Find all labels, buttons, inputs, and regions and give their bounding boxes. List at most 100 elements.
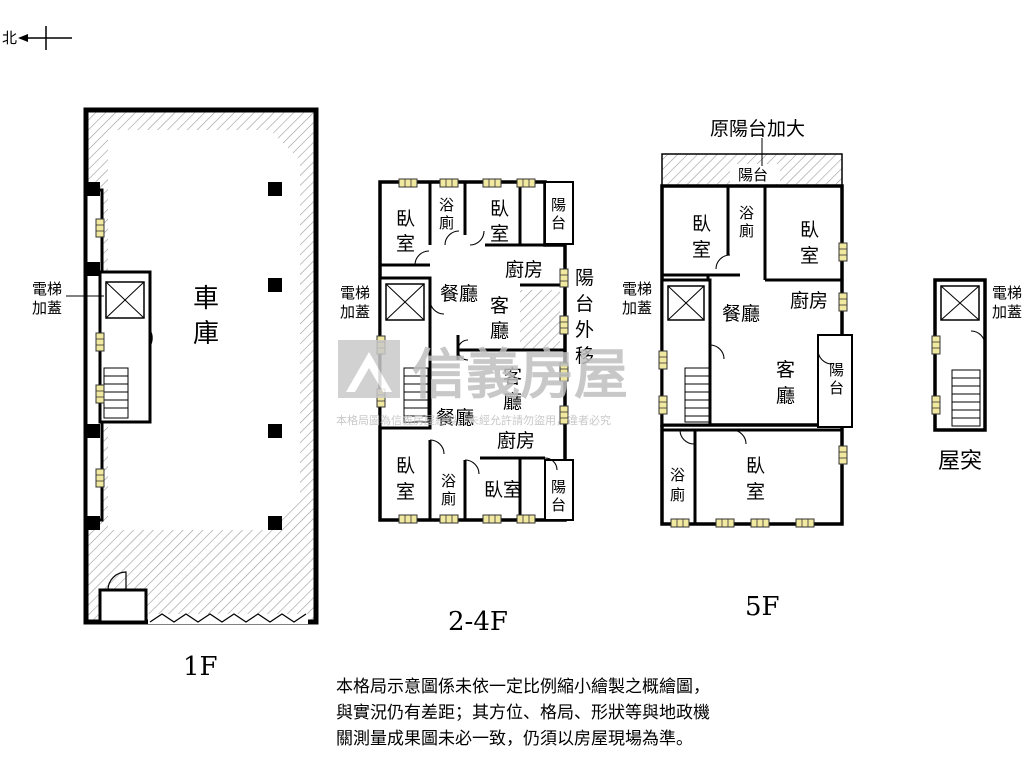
elevator-note-1f: 電梯 加蓋 <box>32 280 104 317</box>
svg-text:浴: 浴 <box>441 472 456 490</box>
svg-text:信義房屋: 信義房屋 <box>412 343 628 406</box>
svg-text:加蓋: 加蓋 <box>622 299 652 317</box>
bath-a-5f: 浴廁 <box>739 204 754 240</box>
svg-text:廳: 廳 <box>490 320 509 342</box>
dining-5f: 餐廳 <box>722 303 760 325</box>
floor-5f: 原陽台加大 陽台 <box>622 118 853 622</box>
svg-text:客: 客 <box>490 295 509 317</box>
svg-text:加蓋: 加蓋 <box>992 303 1022 321</box>
balcony-s-label: 陽台 <box>551 478 566 514</box>
svg-text:台: 台 <box>575 293 594 315</box>
svg-text:臥: 臥 <box>692 213 711 235</box>
floor-1f: 車 庫 電梯 加蓋 1F <box>32 107 319 682</box>
svg-text:庫: 庫 <box>193 319 219 349</box>
bedroom-a-5f: 臥室 <box>692 213 711 261</box>
svg-text:電梯: 電梯 <box>992 284 1022 302</box>
elevator-note-5f: 電梯 加蓋 <box>622 280 652 317</box>
floor-2-4f: 臥室 浴廁 臥室 陽台 廚房 餐廳 客廳 客廳 餐廳 廚房 臥室 浴廁 臥室 陽… <box>340 178 594 637</box>
house-logo-icon <box>338 340 400 398</box>
floor-roof: 電梯 加蓋 屋突 <box>931 278 1022 474</box>
caption-5f: 5F <box>745 592 780 622</box>
kitchen-s-2-4f: 廚房 <box>497 429 535 452</box>
north-arrow: 北 <box>2 26 72 50</box>
svg-text:廁: 廁 <box>670 486 685 504</box>
disclaimer-line-2: 與實況仍有差距；其方位、格局、形狀等與地政機 <box>336 703 710 723</box>
enlarged-balcony-note: 原陽台加大 <box>710 118 805 140</box>
svg-text:浴: 浴 <box>739 204 754 222</box>
svg-text:臥: 臥 <box>396 208 415 230</box>
svg-text:移: 移 <box>575 345 594 367</box>
balcony-n-label: 陽台 <box>551 196 566 232</box>
bath-b-5f: 浴廁 <box>670 466 685 504</box>
svg-text:陽: 陽 <box>551 196 566 214</box>
svg-text:台: 台 <box>551 214 566 232</box>
svg-text:廳: 廳 <box>776 385 795 407</box>
svg-text:室: 室 <box>396 233 415 255</box>
garage-door <box>149 613 307 623</box>
caption-roof: 屋突 <box>938 449 982 474</box>
balcony-top-5f: 陽台 <box>738 166 768 184</box>
living-n-2-4f: 客廳 <box>490 295 509 342</box>
bath-s-2-4f: 浴廁 <box>441 472 456 508</box>
svg-text:室: 室 <box>746 481 765 503</box>
svg-text:陽: 陽 <box>829 361 844 379</box>
svg-text:電梯: 電梯 <box>32 280 62 298</box>
disclaimer-line-1: 本格局示意圖係未依一定比例縮小繪製之概繪圖， <box>336 677 710 697</box>
balcony-moved-label: 陽 台 外 移 <box>575 267 594 367</box>
bath-n-2-4f: 浴廁 <box>439 196 454 232</box>
svg-text:室: 室 <box>396 481 415 503</box>
svg-text:廁: 廁 <box>441 490 456 508</box>
stairs-1f <box>103 367 129 419</box>
bedroom-se-2-4f: 臥室 <box>484 479 522 501</box>
svg-text:室: 室 <box>692 239 711 261</box>
svg-text:陽: 陽 <box>575 267 594 289</box>
svg-text:台: 台 <box>551 496 566 514</box>
svg-text:臥: 臥 <box>800 219 819 241</box>
svg-text:加蓋: 加蓋 <box>340 303 370 321</box>
bedroom-b-5f: 臥室 <box>800 219 819 267</box>
svg-text:臥: 臥 <box>490 198 509 220</box>
svg-text:車: 車 <box>193 284 219 314</box>
bedroom-c-5f: 臥室 <box>746 455 765 503</box>
balcony-south-2-4f <box>544 459 574 521</box>
north-label: 北 <box>2 29 17 47</box>
svg-text:加蓋: 加蓋 <box>32 299 62 317</box>
balcony-side-label: 陽台 <box>829 361 844 397</box>
garage-label: 車 庫 <box>193 284 219 349</box>
svg-text:電梯: 電梯 <box>622 280 652 298</box>
caption-1f: 1F <box>183 652 218 682</box>
svg-text:室: 室 <box>490 223 509 245</box>
caption-2-4f: 2-4F <box>448 607 508 637</box>
svg-text:廳: 廳 <box>503 391 522 413</box>
svg-text:客: 客 <box>776 359 795 381</box>
svg-text:電梯: 電梯 <box>340 284 370 302</box>
brand-watermark: 信義房屋 本格局圖為信義房屋繪製，未經允許請勿盜用，違者必究 <box>336 340 628 427</box>
living-s-2-4f: 客廳 <box>503 366 522 413</box>
svg-text:廁: 廁 <box>739 222 754 240</box>
garage-clear-area <box>108 130 300 530</box>
svg-text:臥: 臥 <box>396 455 415 477</box>
elevator-note-2-4f: 電梯 加蓋 <box>340 284 370 321</box>
svg-text:陽: 陽 <box>551 478 566 496</box>
svg-text:廁: 廁 <box>439 214 454 232</box>
bedroom-nw-2-4f: 臥室 <box>396 208 415 255</box>
disclaimer-note: 本格局示意圖係未依一定比例縮小繪製之概繪圖， 與實況仍有差距；其方位、格局、形狀… <box>336 674 806 752</box>
svg-text:客: 客 <box>503 366 522 388</box>
kitchen-n-2-4f: 廚房 <box>505 258 543 281</box>
balcony-north-2-4f <box>544 181 574 245</box>
svg-text:本格局圖為信義房屋繪製，未經允許請勿盜用，違者必究: 本格局圖為信義房屋繪製，未經允許請勿盜用，違者必究 <box>336 413 611 427</box>
bedroom-ne-2-4f: 臥室 <box>490 198 509 245</box>
dining-n-2-4f: 餐廳 <box>440 283 478 305</box>
svg-text:台: 台 <box>829 379 844 397</box>
living-5f: 客廳 <box>776 359 795 407</box>
svg-text:浴: 浴 <box>670 466 685 484</box>
svg-text:浴: 浴 <box>439 196 454 214</box>
svg-text:外: 外 <box>575 319 594 341</box>
elevator-note-roof: 電梯 加蓋 <box>992 284 1022 321</box>
disclaimer-line-3: 關測量成果圖未必一致，仍須以房屋現場為準。 <box>336 729 693 749</box>
bedroom-sw-2-4f: 臥室 <box>396 455 415 503</box>
dining-s-2-4f: 餐廳 <box>436 407 474 429</box>
balcony-side-5f <box>817 334 853 428</box>
svg-text:室: 室 <box>800 245 819 267</box>
